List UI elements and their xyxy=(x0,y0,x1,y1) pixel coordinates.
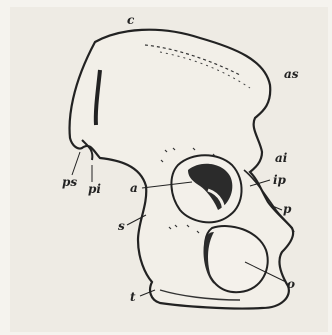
label-t: t xyxy=(130,291,136,303)
leader-ps xyxy=(72,152,80,175)
label-o: o xyxy=(287,278,295,290)
label-ai: ai xyxy=(275,152,287,164)
label-p: p xyxy=(283,203,291,215)
label-ps: ps xyxy=(62,176,77,188)
label-a: a xyxy=(130,182,138,194)
label-c: c xyxy=(127,14,134,26)
label-as: as xyxy=(284,68,299,80)
label-pi: pi xyxy=(88,183,101,195)
label-s: s xyxy=(118,220,125,232)
label-ip: ip xyxy=(273,174,286,186)
